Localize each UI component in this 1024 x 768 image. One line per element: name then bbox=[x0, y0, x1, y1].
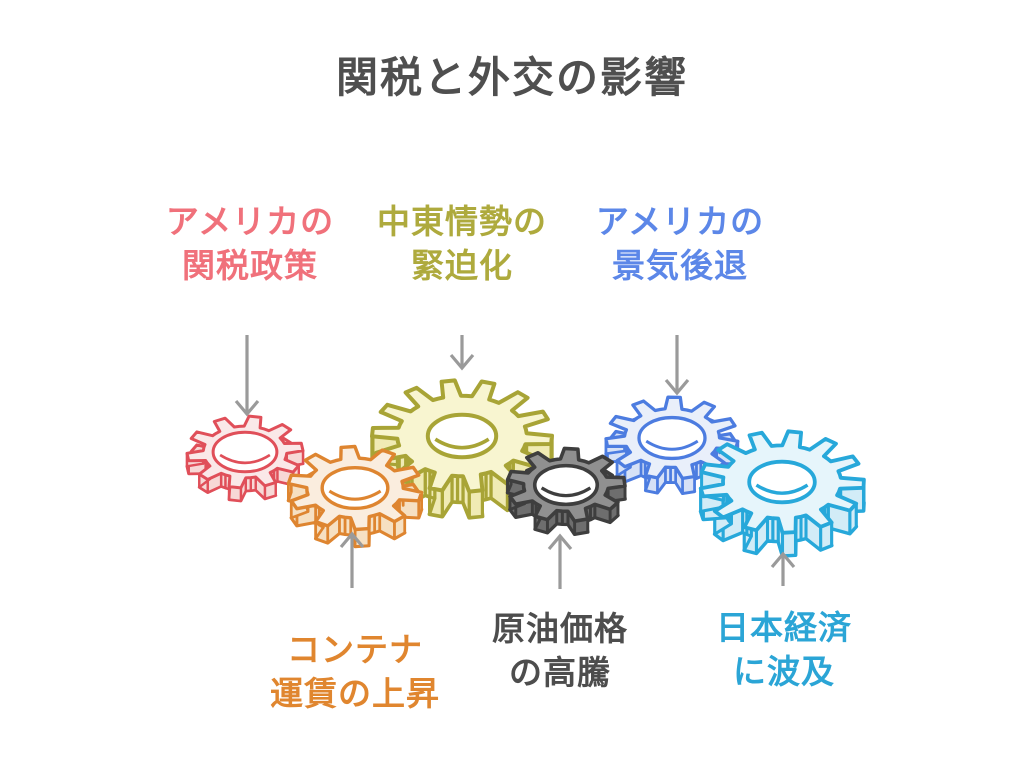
gear-spillover-japan-economy bbox=[698, 429, 866, 558]
arrow-up-container-freight-rise bbox=[339, 531, 365, 588]
page-title: 関税と外交の影響 bbox=[335, 53, 689, 102]
arrow-down-us-tariff-policy bbox=[234, 335, 260, 417]
arrow-down-us-recession bbox=[664, 335, 690, 396]
gear-us-tariff-policy bbox=[185, 414, 305, 503]
arrow-down-middle-east-tension bbox=[449, 335, 475, 371]
arrow-up-spillover-japan-economy bbox=[770, 551, 796, 586]
label-spillover-japan-economy: 日本経済 に波及 bbox=[716, 608, 852, 692]
label-us-recession: アメリカの 景気後退 bbox=[595, 202, 765, 286]
gear-crude-oil-price-surge bbox=[505, 446, 627, 537]
label-crude-oil-price-surge: 原油価格 の高騰 bbox=[492, 609, 628, 693]
label-us-tariff-policy: アメリカの 関税政策 bbox=[165, 202, 335, 286]
label-container-freight-rise: コンテナ 運賃の上昇 bbox=[270, 630, 440, 714]
arrow-up-crude-oil-price-surge bbox=[547, 533, 573, 589]
gear-container-freight-rise bbox=[286, 444, 424, 549]
label-middle-east-tension: 中東情勢の 緊迫化 bbox=[377, 202, 547, 286]
